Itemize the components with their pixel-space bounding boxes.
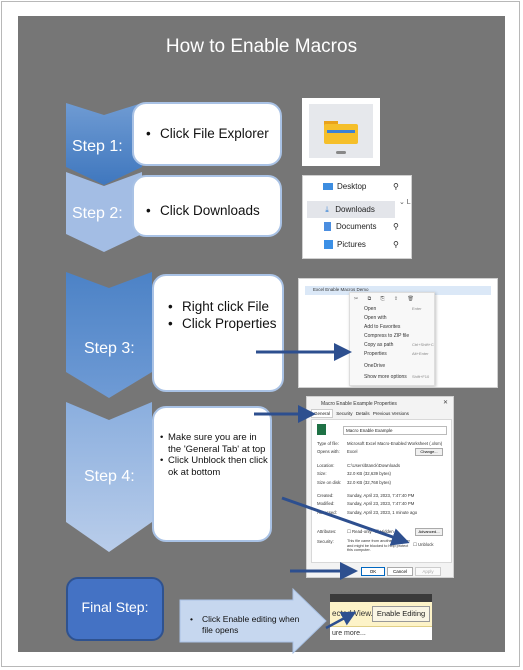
context-menu-screenshot: Excel Enable Macros Demo ✂ ⧉ ⎘ ⇪ 🗑 Open … xyxy=(298,278,498,388)
dialog-title: Macro Enable Example Properties xyxy=(321,401,397,407)
attributes-label: Attributes: xyxy=(317,529,337,534)
row-created-value: Sunday, April 23, 2023, 7:47:40 PM xyxy=(347,493,415,499)
pictures-icon xyxy=(324,240,333,250)
protected-view-text: ected View. xyxy=(332,609,373,618)
menu-item-open-with[interactable]: Open with xyxy=(364,315,387,321)
step-4-bullet-1: Make sure you are in the 'General Tab' a… xyxy=(160,432,272,455)
ok-button[interactable]: OK xyxy=(361,567,385,576)
tab-bar: General Security Details Previous Versio… xyxy=(311,409,409,418)
shortcut-properties: Alt+Enter xyxy=(412,351,429,356)
excel-file-icon xyxy=(317,424,326,435)
step-2-box: Click Downloads xyxy=(132,175,282,237)
row-accessed-key: Accessed: xyxy=(317,509,337,515)
step-3-chevron xyxy=(66,272,152,398)
shortcut-more-options: Shift+F10 xyxy=(412,374,430,379)
step-1-chevron xyxy=(66,103,142,185)
row-accessed-value: Sunday, April 23, 2023, 1 minute ago xyxy=(347,509,418,515)
step-4-box: Make sure you are in the 'General Tab' a… xyxy=(152,406,272,542)
step-3-bullet-1: Right click File xyxy=(168,298,280,315)
step-1-label: Step 1: xyxy=(72,138,123,155)
nav-item-documents[interactable]: Documents⚲ xyxy=(309,222,407,236)
tab-details[interactable]: Details xyxy=(355,411,370,416)
taskbar-indicator xyxy=(336,151,346,154)
enable-editing-screenshot: ected View. Enable Editing ure more... xyxy=(330,594,432,640)
pin-icon: ⚲ xyxy=(393,240,399,249)
row-size-value: 32.0 KB (32,639 bytes) xyxy=(347,471,391,477)
row-type-key: Type of file: xyxy=(317,441,339,446)
row-modified-value: Sunday, April 23, 2023, 7:47:40 PM xyxy=(347,501,415,507)
row-created-key: Created: xyxy=(317,493,334,499)
change-button[interactable]: Change... xyxy=(415,448,443,456)
security-label: Security: xyxy=(317,539,334,544)
step-2-chevron xyxy=(66,172,142,252)
enable-editing-button[interactable]: Enable Editing xyxy=(372,606,430,622)
nav-item-desktop[interactable]: Desktop⚲ xyxy=(309,182,407,196)
row-sizedisk-key: Size on disk: xyxy=(317,479,342,485)
row-location-key: Location: xyxy=(317,462,335,468)
step-1-bullet: Click File Explorer xyxy=(146,126,269,141)
nav-item-downloads[interactable]: ⤓ Downloads xyxy=(307,201,395,218)
pin-icon: ⚲ xyxy=(393,182,399,191)
file-row[interactable]: Excel Enable Macros Demo xyxy=(305,286,491,295)
row-location-value: C:\Users\btanck\Downloads xyxy=(347,462,401,468)
final-step-bullet: Click Enable editing when file opens xyxy=(190,614,310,636)
security-text: This file came from another computer and… xyxy=(347,539,410,553)
shortcut-open: Enter xyxy=(412,306,422,311)
menu-item-zip[interactable]: Compress to ZIP file xyxy=(364,333,410,339)
menu-item-properties[interactable]: Properties xyxy=(364,351,387,357)
row-modified-key: Modified: xyxy=(317,501,335,507)
desktop-icon xyxy=(323,183,333,191)
cancel-button[interactable]: Cancel xyxy=(387,567,413,576)
file-explorer-icon xyxy=(324,121,358,144)
expand-chevron-icon[interactable]: ⌄ L xyxy=(399,199,411,206)
advanced-button[interactable]: Advanced... xyxy=(415,528,443,536)
row-sizedisk-value: 32.0 KB (32,768 bytes) xyxy=(347,479,391,485)
menu-item-more-options[interactable]: Show more options xyxy=(364,374,407,380)
documents-icon xyxy=(324,222,331,232)
menu-item-open[interactable]: Open xyxy=(364,306,377,312)
hidden-checkbox[interactable]: ☐ Hidden xyxy=(375,529,394,534)
step-3-box: Right click File Click Properties xyxy=(152,274,284,392)
step-2-label: Step 2: xyxy=(72,205,123,222)
row-opens-value: Excel xyxy=(347,449,358,455)
final-step-box: Final Step: xyxy=(66,577,164,641)
final-step-label: Final Step: xyxy=(81,599,149,615)
properties-dialog-screenshot: Macro Enable Example Properties ✕ Genera… xyxy=(306,396,454,578)
menu-item-onedrive[interactable]: OneDrive xyxy=(364,363,386,369)
close-icon[interactable]: ✕ xyxy=(443,400,449,406)
row-size-key: Size: xyxy=(317,471,327,477)
tab-general[interactable]: General xyxy=(311,409,334,418)
bottom-text: ure more... xyxy=(332,630,366,637)
menu-item-favorites[interactable]: Add to Favorites xyxy=(364,324,401,330)
readonly-checkbox[interactable]: ☐ Read-only xyxy=(347,529,372,534)
page-title: How to Enable Macros xyxy=(165,36,358,57)
explorer-nav-screenshot: Desktop⚲ ⤓ Downloads ⌄ L Documents⚲ Pict… xyxy=(302,175,412,259)
context-toolbar: ✂ ⧉ ⎘ ⇪ 🗑 xyxy=(354,296,418,302)
apply-button[interactable]: Apply xyxy=(415,567,441,576)
unblock-checkbox[interactable]: ☐ Unblock xyxy=(413,542,434,547)
context-menu: ✂ ⧉ ⎘ ⇪ 🗑 Open Enter Open with Add to Fa… xyxy=(349,292,435,386)
tab-previous-versions[interactable]: Previous Versions xyxy=(372,411,409,416)
step-4-label: Step 4: xyxy=(84,468,135,485)
protected-view-bar: ected View. Enable Editing xyxy=(330,602,432,627)
pin-icon: ⚲ xyxy=(393,222,399,231)
tab-security[interactable]: Security xyxy=(336,411,353,416)
download-icon: ⤓ xyxy=(325,205,329,214)
nav-item-pictures[interactable]: Pictures⚲ xyxy=(309,240,407,254)
filename-field[interactable]: Macro Enable Example xyxy=(343,426,447,435)
menu-item-copy-path[interactable]: Copy as path xyxy=(364,342,394,348)
step-4-bullet-2: Click Unblock then click ok at bottom xyxy=(160,455,272,478)
step-1-box: Click File Explorer xyxy=(132,102,282,166)
step-4-chevron xyxy=(66,402,152,552)
row-opens-key: Opens with: xyxy=(317,449,340,455)
file-explorer-screenshot xyxy=(302,98,380,166)
shortcut-copy-path: Ctrl+Shift+C xyxy=(412,342,434,347)
step-3-bullet-2: Click Properties xyxy=(168,315,280,332)
step-3-label: Step 3: xyxy=(84,340,135,357)
ribbon-strip xyxy=(330,594,432,602)
row-type-value: Microsoft Excel Macro-Enabled Worksheet … xyxy=(347,441,443,446)
step-2-bullet: Click Downloads xyxy=(146,203,260,218)
